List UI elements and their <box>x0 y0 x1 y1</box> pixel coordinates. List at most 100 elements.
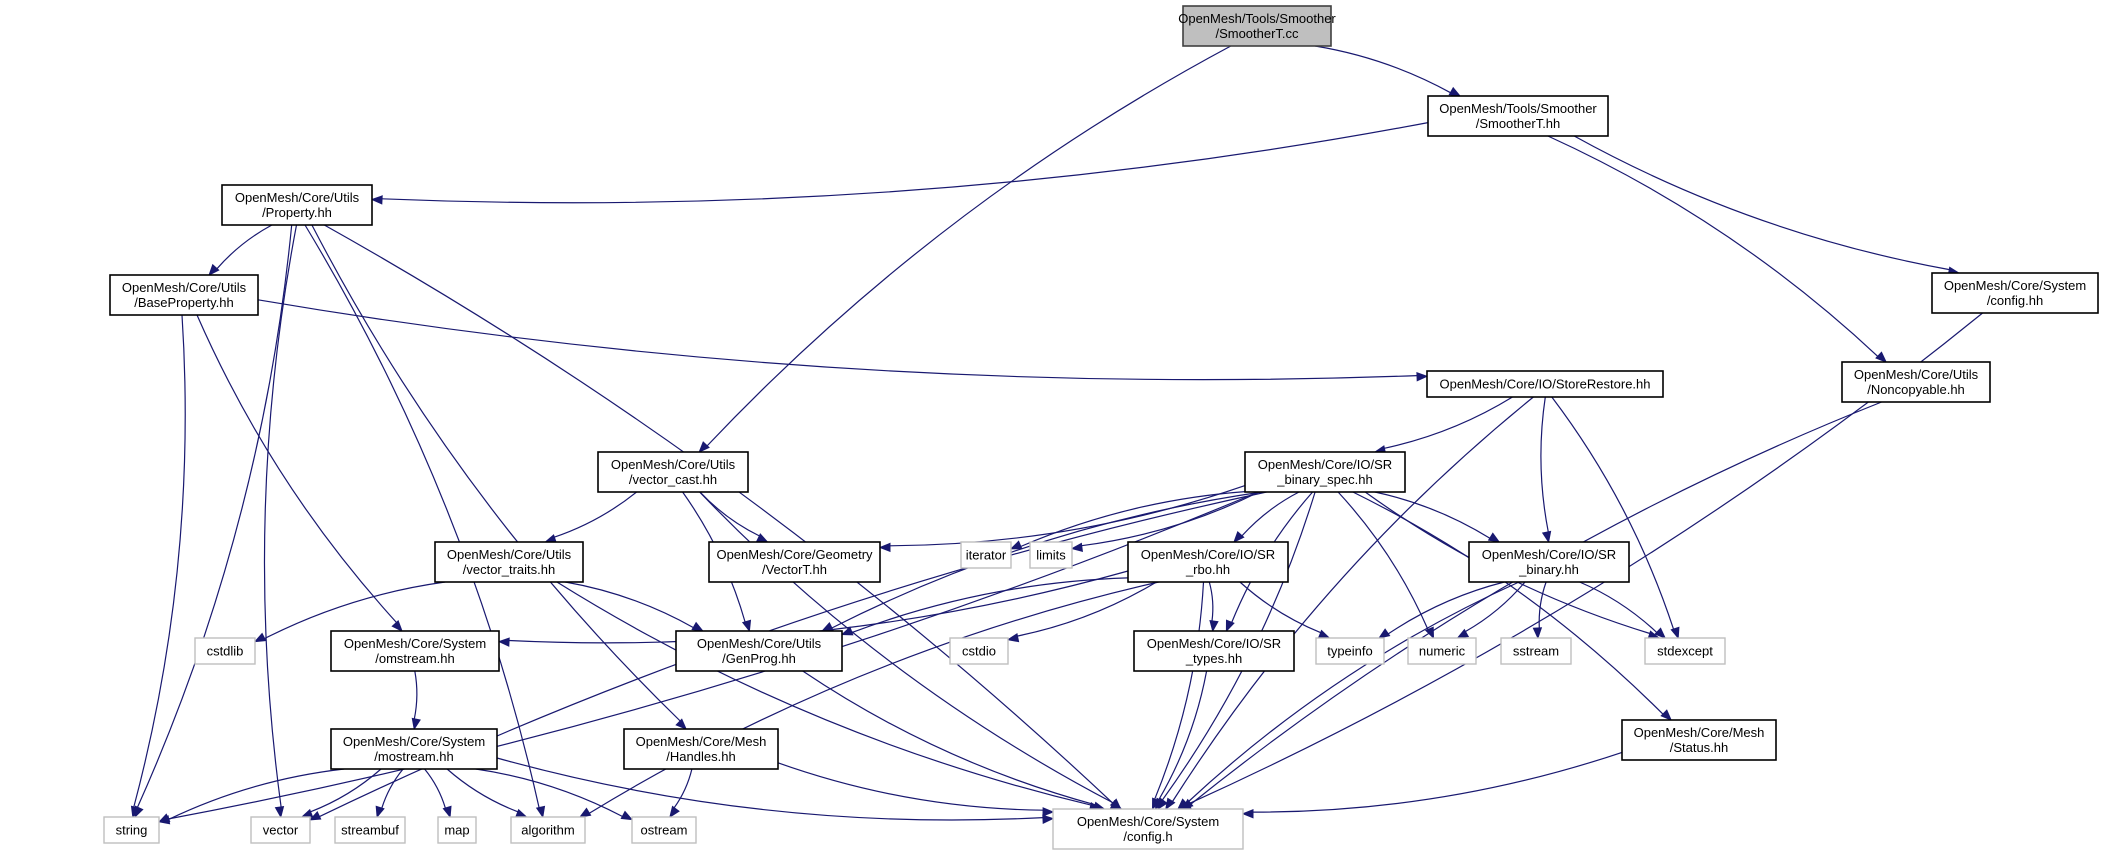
arrowhead-icon <box>840 626 854 636</box>
arrowhead-icon <box>514 808 528 818</box>
edge-line <box>1384 396 1513 449</box>
node-box <box>437 816 477 844</box>
node-box <box>330 728 498 770</box>
edge-mostream-to-config_h <box>496 757 1055 824</box>
node-label: vector <box>263 823 299 838</box>
node-status[interactable]: OpenMesh/Core/Mesh/Status.hh <box>1621 719 1777 761</box>
node-box <box>1426 370 1664 398</box>
arrowhead-icon <box>208 263 220 277</box>
edge-line <box>1241 491 1300 537</box>
node-label: OpenMesh/Core/Utils <box>611 457 736 472</box>
node-box <box>597 451 749 493</box>
node-smoother-cc[interactable]: OpenMesh/Tools/Smoother/SmootherT.cc <box>1178 5 1336 47</box>
node-label: OpenMesh/Core/System <box>344 636 486 651</box>
arrowhead-icon <box>1241 808 1254 819</box>
arrowhead-icon <box>1177 798 1189 810</box>
node-handles[interactable]: OpenMesh/Core/Mesh/Handles.hh <box>623 728 779 770</box>
node-vectort[interactable]: OpenMesh/Core/Geometry/VectorT.hh <box>708 541 881 583</box>
arrowhead-icon <box>1233 531 1245 543</box>
edge-line <box>802 670 1096 806</box>
node-label: typeinfo <box>1327 644 1373 659</box>
node-omstream[interactable]: OpenMesh/Core/System/omstream.hh <box>330 630 500 672</box>
edge-mostream-to-ostream <box>475 768 634 821</box>
node-sr-types[interactable]: OpenMesh/Core/IO/SR_types.hh <box>1133 630 1295 672</box>
edge-sr_binary-to-sstream <box>1532 581 1547 640</box>
node-label: numeric <box>1419 644 1466 659</box>
edge-sr_rbo-to-sr_types <box>1208 581 1219 633</box>
node-box <box>1315 637 1385 665</box>
node-label: OpenMesh/Core/IO/SR <box>1258 457 1392 472</box>
node-sstream: sstream <box>1500 637 1572 665</box>
node-sr-rbo[interactable]: OpenMesh/Core/IO/SR_rbo.hh <box>1127 541 1289 583</box>
edge-mostream-to-map <box>424 768 452 819</box>
node-box <box>1621 719 1777 761</box>
edge-storerestore-to-sr_binary <box>1540 396 1552 544</box>
edge-line <box>133 314 186 808</box>
node-label: sstream <box>1513 644 1559 659</box>
node-noncopyable[interactable]: OpenMesh/Core/Utils/Noncopyable.hh <box>1841 361 1991 403</box>
node-box <box>631 816 697 844</box>
node-storerestore[interactable]: OpenMesh/Core/IO/StoreRestore.hh <box>1426 370 1664 398</box>
edge-line <box>1017 581 1157 637</box>
node-label: OpenMesh/Core/System <box>1077 814 1219 829</box>
edge-smoother_hh-to-noncopyable <box>1547 135 1888 363</box>
edge-line <box>496 757 1044 821</box>
node-label: /config.hh <box>1987 293 2043 308</box>
edge-line <box>889 485 1246 547</box>
arrowhead-icon <box>578 807 592 818</box>
node-sr-binary-spec[interactable]: OpenMesh/Core/IO/SR_binary_spec.hh <box>1244 451 1406 493</box>
node-property[interactable]: OpenMesh/Core/Utils/Property.hh <box>221 184 373 226</box>
node-smoother-hh[interactable]: OpenMesh/Tools/Smoother/SmootherT.hh <box>1427 95 1609 137</box>
edge-genprog-to-config_h <box>802 670 1106 811</box>
node-label: OpenMesh/Tools/Smoother <box>1439 101 1597 116</box>
node-mostream[interactable]: OpenMesh/Core/System/mostream.hh <box>330 728 498 770</box>
edge-line <box>263 224 298 808</box>
node-sr-binary[interactable]: OpenMesh/Core/IO/SR_binary.hh <box>1468 541 1630 583</box>
edge-line <box>475 768 623 818</box>
node-label: stdexcept <box>1657 644 1713 659</box>
node-vector-cast[interactable]: OpenMesh/Core/Utils/vector_cast.hh <box>597 451 749 493</box>
edge-sr_rbo-to-genprog <box>840 577 1129 636</box>
node-box <box>1468 541 1630 583</box>
node-genprog[interactable]: OpenMesh/Core/Utils/GenProg.hh <box>675 630 843 672</box>
edge-line <box>1579 581 1658 633</box>
edge-sr_rbo-to-cstdio <box>1006 581 1157 643</box>
node-vector: vector <box>250 816 311 844</box>
node-label: OpenMesh/Tools/Smoother <box>1178 11 1336 26</box>
node-label: _rbo.hh <box>1185 562 1230 577</box>
node-label: OpenMesh/Core/Mesh <box>636 734 767 749</box>
arrowhead-icon <box>1042 814 1055 824</box>
arrowhead-icon <box>253 632 267 643</box>
edge-storerestore-to-stdexcept <box>1551 396 1680 640</box>
edge-sr_types-to-config_h <box>1154 670 1208 811</box>
node-label: ostream <box>641 823 688 838</box>
arrowhead-icon <box>698 441 710 453</box>
node-label: /Noncopyable.hh <box>1867 382 1965 397</box>
edge-property-to-baseproperty <box>208 224 273 277</box>
edge-line <box>1185 581 1520 804</box>
node-stdexcept: stdexcept <box>1644 637 1726 665</box>
node-label: /Status.hh <box>1670 740 1729 755</box>
node-label: OpenMesh/Core/IO/SR <box>1141 547 1275 562</box>
arrowhead-icon <box>1070 542 1083 552</box>
node-ostream: ostream <box>631 816 697 844</box>
edge-mostream-to-streambuf <box>375 768 404 819</box>
edge-sr_binary_spec-to-vectort <box>878 485 1246 553</box>
arrowhead-icon <box>375 805 385 819</box>
node-box <box>623 728 779 770</box>
node-label: /config.h <box>1123 829 1172 844</box>
node-baseproperty[interactable]: OpenMesh/Core/Utils/BaseProperty.hh <box>109 274 259 316</box>
arrowhead-icon <box>391 620 403 632</box>
node-limits: limits <box>1029 541 1073 569</box>
node-vector-traits[interactable]: OpenMesh/Core/Utils/vector_traits.hh <box>434 541 584 583</box>
edge-line <box>706 45 1232 447</box>
node-label: OpenMesh/Core/IO/StoreRestore.hh <box>1440 377 1651 392</box>
node-config-hh[interactable]: OpenMesh/Core/System/config.hh <box>1931 272 2099 314</box>
edge-sr_rbo-to-typeinfo <box>1239 581 1331 639</box>
arrowhead-icon <box>1009 540 1023 550</box>
node-box <box>1841 361 1991 403</box>
node-label: /GenProg.hh <box>722 651 796 666</box>
edge-property-to-algorithm <box>304 224 546 819</box>
node-label: OpenMesh/Core/Utils <box>697 636 822 651</box>
